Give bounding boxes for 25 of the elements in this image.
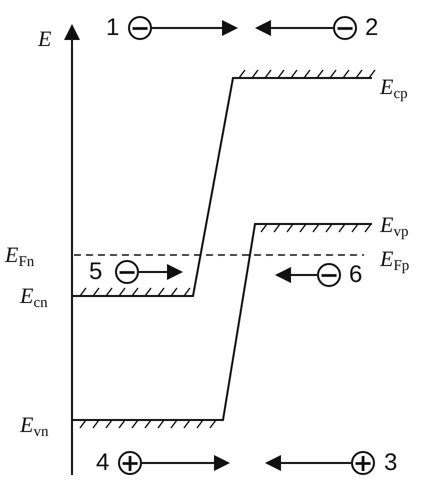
callout-number: 1 (106, 16, 120, 40)
charge-carrier-circle: − (115, 260, 139, 284)
callout-number: 4 (96, 451, 110, 475)
charge-carrier-circle: − (128, 16, 152, 40)
charge-carrier-circle: + (118, 451, 142, 475)
axis-label: E (38, 28, 52, 50)
callout-number: 5 (89, 260, 102, 284)
callout-number: 3 (384, 451, 398, 475)
energy-level-label: E$_{vn}$ (20, 414, 48, 440)
arrow (275, 267, 317, 283)
arrow (265, 455, 351, 471)
arrow (255, 20, 333, 36)
charge-carrier-circle: − (333, 16, 357, 40)
callout-number: 2 (365, 16, 378, 40)
arrow (152, 20, 238, 36)
charge-carrier-circle: − (317, 263, 341, 287)
callout-number: 6 (349, 263, 362, 287)
charge-carrier-circle: + (351, 451, 375, 475)
arrow (142, 455, 230, 471)
energy-level-label: E$_{cp}$ (380, 76, 408, 102)
energy-level-label: E$_{vp}$ (380, 214, 408, 240)
energy-level-label: E$_{cn}$ (20, 285, 48, 311)
energy-level-label: E$_{Fn}$ (5, 244, 34, 270)
energy-level-label: E$_{Fp}$ (380, 248, 410, 274)
arrow (139, 264, 183, 280)
